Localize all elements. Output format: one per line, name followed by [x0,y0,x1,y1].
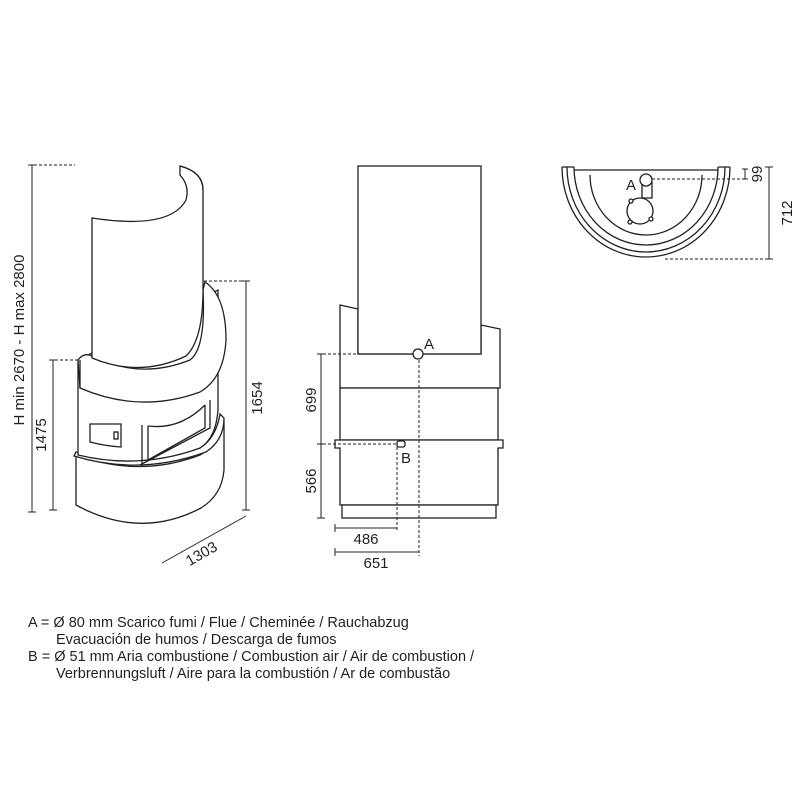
air-inlet-b [396,440,406,448]
dim-99: 99 [749,166,766,183]
legend-a-line1: A = Ø 80 mm Scarico fumi / Flue / Chemin… [28,615,409,631]
dim-699: 699 [303,387,320,412]
dim-1475: 1475 [33,418,50,451]
dim-486: 486 [353,531,378,548]
height-label: H min 2670 - H max 2800 [11,255,28,426]
dim-1303: 1303 [183,538,220,569]
dim-1654: 1654 [249,381,266,414]
legend-b-line2: Verbrennungsluft / Aire para la combusti… [56,666,451,682]
top-view: A 99 712 [561,166,796,260]
dim-712: 712 [779,200,796,225]
connection-legend: A = Ø 80 mm Scarico fumi / Flue / Chemin… [28,615,474,683]
dim-566: 566 [303,468,320,493]
point-b-label: B [401,450,411,467]
flue-outlet-a [412,348,424,360]
point-a-label: A [424,336,434,353]
legend-a-line2: Evacuación de humos / Descarga de fumos [56,632,337,648]
legend-b-line1: B = Ø 51 mm Aria combustione / Combustio… [28,649,475,665]
top-point-a-label: A [626,177,636,194]
side-view: H min 2670 - H max 2800 1475 1654 1303 [11,164,266,570]
dim-651: 651 [363,555,388,572]
front-view: A B 699 566 486 651 [303,165,504,572]
